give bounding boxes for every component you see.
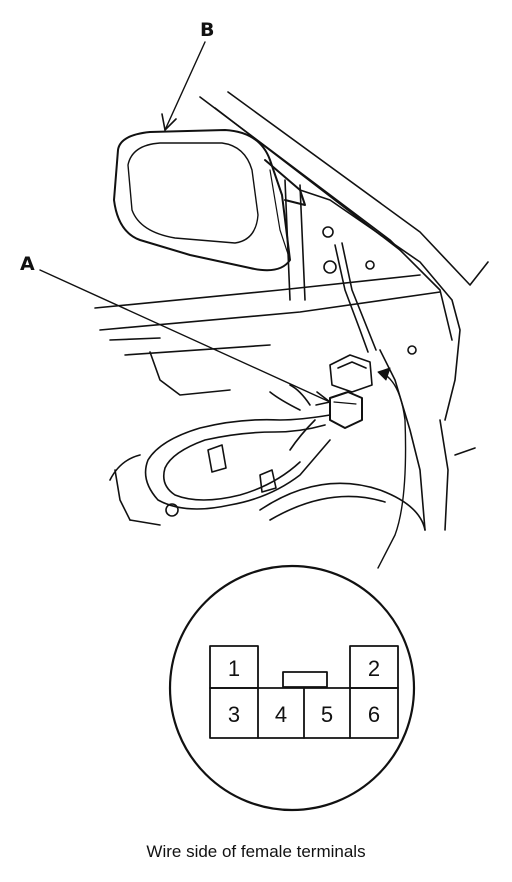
label-connector: A — [20, 253, 35, 275]
mirror-housing — [113, 129, 306, 272]
connector-face: 1 2 3 4 5 6 — [209, 645, 399, 739]
terminal-1-label: 1 — [228, 656, 240, 681]
connector-latch — [282, 671, 328, 688]
diagram-caption: Wire side of female terminals — [146, 842, 366, 861]
wiring-harness — [109, 242, 426, 531]
label-mirror: B — [200, 19, 214, 41]
terminal-2-label: 2 — [368, 656, 380, 681]
terminal-6-label: 6 — [368, 702, 380, 727]
terminal-5-label: 5 — [321, 702, 333, 727]
connector-detail-circle — [168, 564, 416, 812]
door-frame — [94, 91, 489, 531]
terminal-4-label: 4 — [275, 702, 287, 727]
callout-leaders — [39, 41, 407, 569]
terminal-3-label: 3 — [228, 702, 240, 727]
